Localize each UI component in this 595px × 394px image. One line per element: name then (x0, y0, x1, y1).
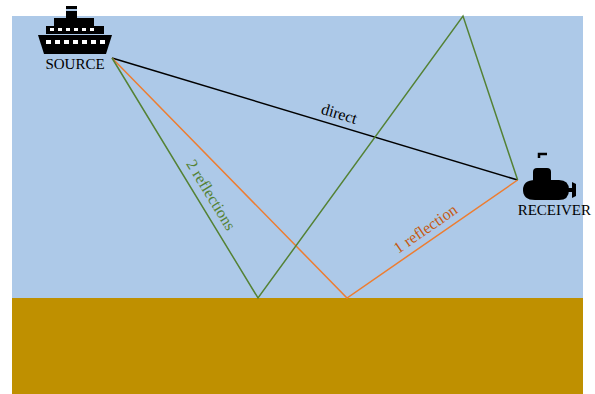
ship-icon (38, 6, 112, 54)
submarine-icon (523, 154, 576, 200)
water (12, 16, 583, 298)
sound-ray (112, 58, 518, 298)
vessel-label: SOURCE (38, 56, 112, 73)
seabed (12, 298, 583, 394)
vessel-node: SOURCE (38, 4, 112, 73)
vessel-node: RECEIVER (518, 152, 591, 219)
sound-ray (112, 16, 518, 298)
vessel-label: RECEIVER (518, 202, 591, 219)
sound-ray (112, 58, 518, 180)
